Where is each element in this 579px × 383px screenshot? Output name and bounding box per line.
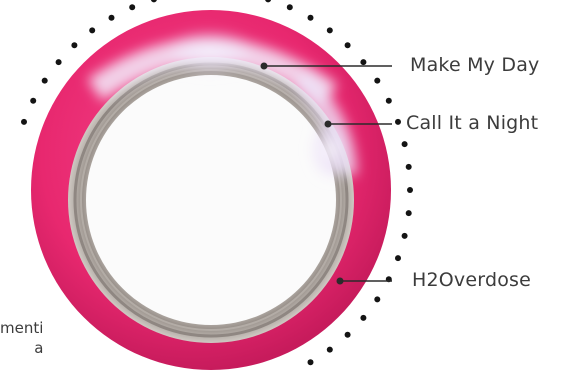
- arc-dot: [360, 59, 366, 65]
- arc-dot: [287, 4, 293, 10]
- arc-dot: [402, 233, 408, 239]
- arc-dot: [151, 0, 157, 2]
- arc-dot: [21, 119, 27, 125]
- label-call-it-a-night: Call It a Night: [406, 112, 538, 134]
- arc-dot: [89, 27, 95, 33]
- arc-dot: [327, 27, 333, 33]
- cut-off-label-line2: a: [0, 338, 43, 358]
- arc-dot: [129, 4, 135, 10]
- arc-dot: [308, 359, 314, 365]
- arc-dot: [374, 78, 380, 84]
- arc-dot: [407, 187, 413, 193]
- arc-dot: [56, 59, 62, 65]
- arc-dot: [406, 210, 412, 216]
- arc-dot: [308, 15, 314, 21]
- label-make-my-day: Make My Day: [410, 54, 540, 76]
- mirror-well: [86, 75, 336, 325]
- arc-dot: [360, 315, 366, 321]
- arc-dot: [395, 119, 401, 125]
- arc-dot: [42, 78, 48, 84]
- arc-dot: [327, 347, 333, 353]
- arc-dot: [406, 164, 412, 170]
- arc-dot: [386, 98, 392, 104]
- arc-dot: [374, 296, 380, 302]
- cut-off-label: menti a: [0, 318, 43, 358]
- arc-dot: [345, 42, 351, 48]
- arc-dot: [402, 141, 408, 147]
- arc-dot: [109, 15, 115, 21]
- arc-dot: [345, 332, 351, 338]
- cut-off-label-line1: menti: [0, 318, 43, 338]
- arc-dot: [30, 98, 36, 104]
- arc-dot: [71, 42, 77, 48]
- label-h2overdose: H2Overdose: [412, 269, 531, 291]
- arc-dot: [265, 0, 271, 2]
- arc-dot: [395, 255, 401, 261]
